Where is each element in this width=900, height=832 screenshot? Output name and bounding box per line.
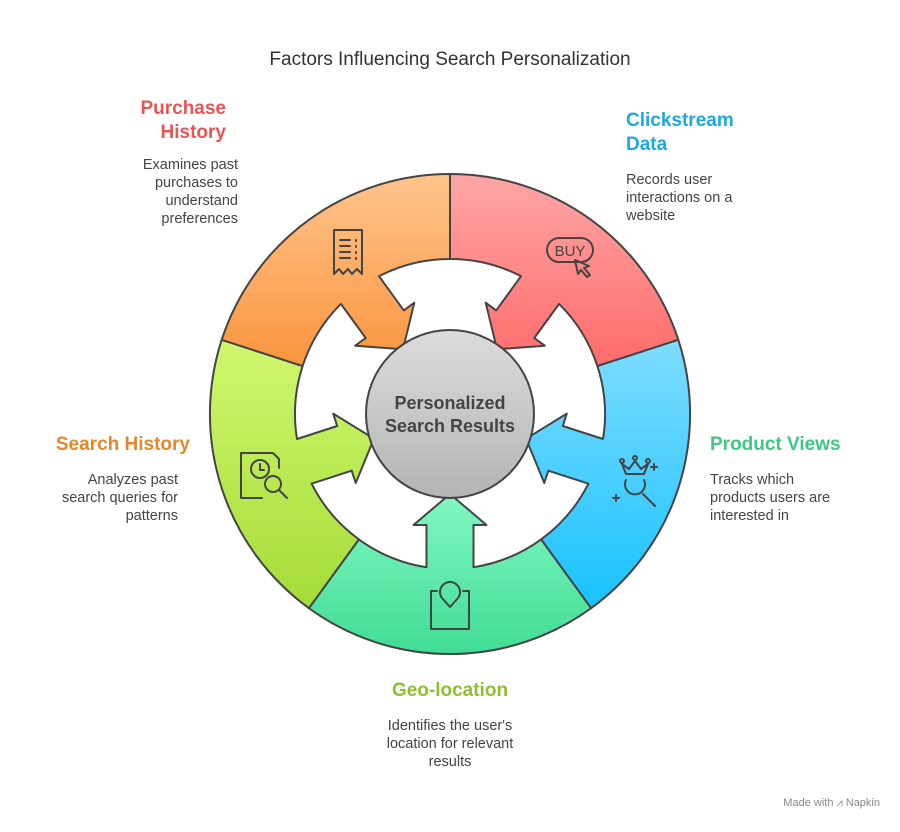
title-line: Data xyxy=(626,134,668,155)
desc-line: interactions on a xyxy=(626,190,733,206)
title-line: Clickstream xyxy=(626,110,734,131)
desc-line: patterns xyxy=(125,508,178,524)
desc-line: website xyxy=(626,208,676,224)
location-pin-icon xyxy=(430,581,470,630)
desc-line: location for relevant xyxy=(386,736,514,752)
desc-line: interested in xyxy=(710,508,789,524)
desc-line: results xyxy=(428,754,472,770)
geo-location-title: Geo-location xyxy=(391,680,509,701)
desc-line: preferences xyxy=(161,211,238,227)
center-label-line2: Search Results xyxy=(385,416,515,436)
footer-credit: Made with ⩘ Napkin xyxy=(783,797,880,809)
center-circle xyxy=(365,329,535,499)
desc-line: Analyzes past xyxy=(87,472,178,488)
search-history-segment xyxy=(220,173,451,368)
desc-line: purchases to xyxy=(154,175,238,191)
geo-location-segment xyxy=(208,338,375,610)
product-views-desc: Tracks which products users are interested… xyxy=(710,471,830,525)
title-line: History xyxy=(160,122,226,143)
desc-line: Identifies the user's xyxy=(387,718,513,734)
desc-line: products users are xyxy=(710,490,831,506)
center-label-line1: Personalized xyxy=(394,393,505,413)
desc-line: understand xyxy=(165,193,238,209)
desc-line: Examines past xyxy=(142,157,238,173)
search-history-title: Search History xyxy=(55,434,190,455)
desc-line: Tracks which xyxy=(710,472,795,488)
search-history-icon xyxy=(240,452,288,499)
geo-location-desc: Identifies the user's location for releva… xyxy=(300,717,600,771)
buy-icon-text: BUY xyxy=(555,243,586,260)
title-line: Purchase xyxy=(140,98,226,119)
product-views-segment xyxy=(307,493,593,656)
clickstream-data-segment xyxy=(525,338,692,610)
receipt-icon xyxy=(333,229,363,275)
buy-click-icon xyxy=(546,237,594,278)
clickstream-data-desc: Records user interactions on a website xyxy=(626,171,732,225)
search-history-desc: Analyzes past search queries for patterns xyxy=(20,471,178,525)
desc-line: search queries for xyxy=(61,490,178,506)
desc-line: Records user xyxy=(626,172,713,188)
purchase-history-desc: Examines past purchases to understand prefe… xyxy=(80,156,238,228)
diagram-title: Factors Influencing Search Personalizati… xyxy=(269,49,631,70)
crown-search-icon xyxy=(612,455,658,507)
product-views-title: Product Views xyxy=(710,434,841,455)
